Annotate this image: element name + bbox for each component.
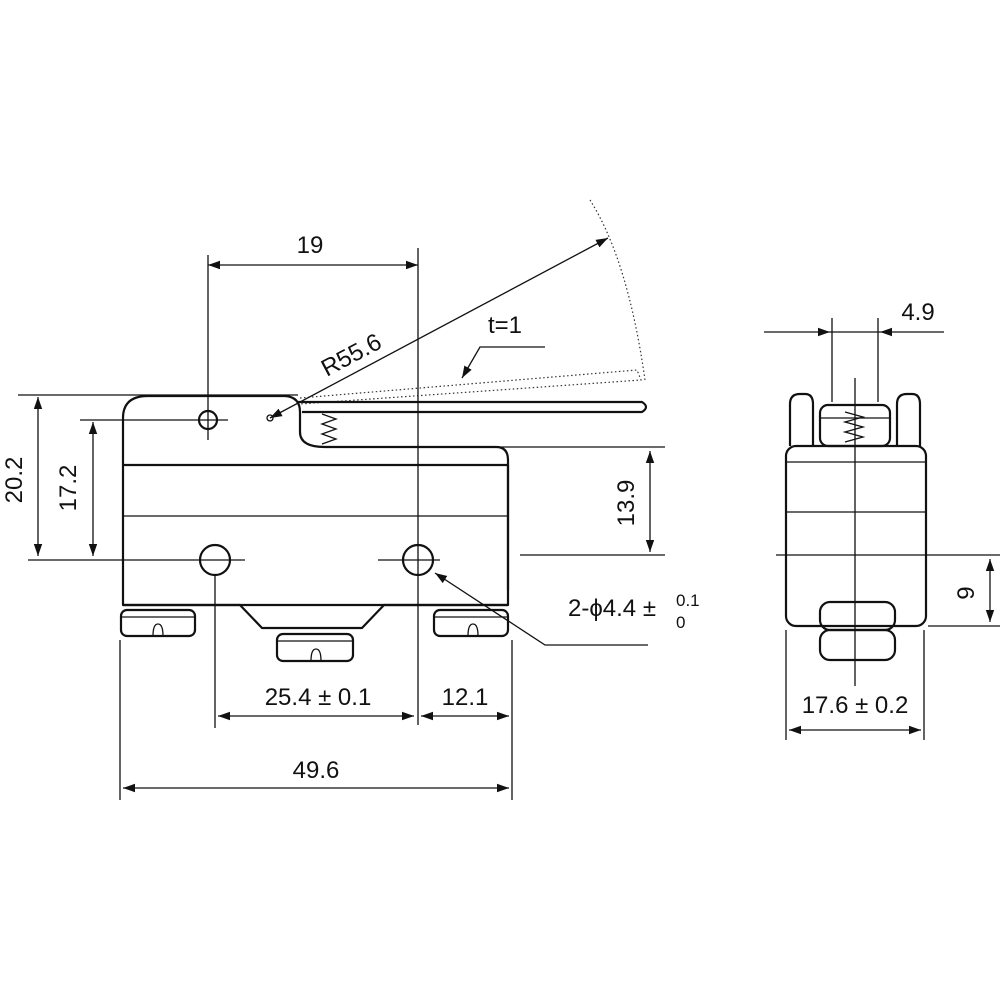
- dim-label-25-4: 25.4 ± 0.1: [265, 684, 372, 711]
- body-bottom-profile: [123, 603, 508, 630]
- side-ear-right: [895, 392, 922, 446]
- lever-arm: [298, 400, 648, 414]
- terminal-right: [432, 608, 510, 638]
- side-spring: [842, 411, 866, 443]
- dim-label-13-9: 13.9: [613, 480, 640, 527]
- dim-label-12-1: 12.1: [442, 684, 489, 711]
- dim-label-49-6: 49.6: [293, 757, 340, 784]
- side-ear-left: [788, 392, 815, 446]
- dim-label-holes: 2-ϕ4.4 ±: [568, 595, 656, 622]
- thickness-leader: [461, 346, 545, 379]
- lever-spring: [320, 413, 338, 445]
- terminal-center: [275, 632, 355, 663]
- dim-label-9: 9: [953, 586, 980, 599]
- dim-label-holes-tol-lower: 0: [676, 613, 685, 632]
- side-body: [784, 444, 928, 628]
- switch-body: [121, 463, 510, 607]
- dim-line-radius: [269, 237, 609, 419]
- terminal-left: [119, 608, 197, 638]
- dim-label-4-9: 4.9: [901, 299, 934, 326]
- dim-label-thickness: t=1: [488, 312, 522, 339]
- dim-label-17-2: 17.2: [55, 465, 82, 512]
- side-terminal-lower: [818, 628, 897, 662]
- lever-swing-arc: [589, 199, 646, 381]
- dim-label-17-6: 17.6 ± 0.2: [802, 692, 909, 719]
- dim-label-20-2: 20.2: [1, 457, 28, 504]
- front-view: 19 R55.6 t=1 20.2 17.2 13.9 2-ϕ4.4 ± 0.1…: [1, 199, 700, 800]
- holes-leader: [434, 572, 648, 646]
- dim-label-19: 19: [297, 232, 324, 259]
- dim-label-holes-tol-upper: 0.1: [676, 591, 700, 610]
- side-view: 4.9 9 17.6 ± 0.2: [764, 299, 1000, 740]
- actuator-head: [121, 394, 510, 590]
